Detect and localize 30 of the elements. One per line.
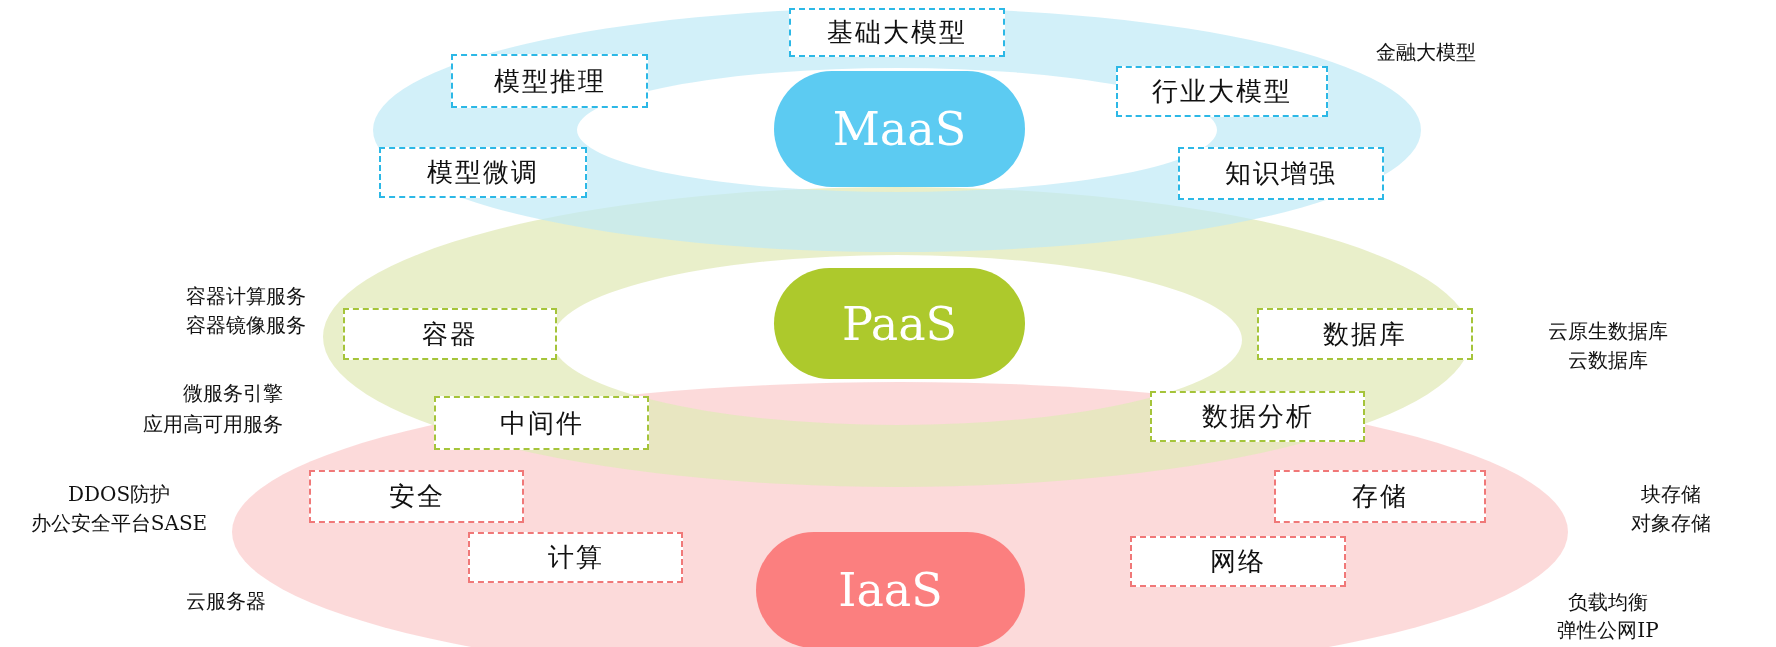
product-note: 对象存储 (1631, 511, 1711, 535)
service-box: 安全 (309, 470, 524, 523)
service-box: 存储 (1274, 470, 1486, 523)
product-note: 弹性公网IP (1557, 618, 1659, 642)
layer-pill: MaaS (774, 71, 1025, 187)
layer-pill: IaaS (756, 532, 1025, 647)
service-box: 模型微调 (379, 147, 587, 198)
layer-pill: PaaS (774, 268, 1025, 379)
product-note: 云原生数据库 (1548, 319, 1668, 343)
product-note: 云服务器 (186, 589, 266, 613)
product-note: 办公安全平台SASE (30, 511, 208, 535)
product-note: 云数据库 (1568, 348, 1648, 372)
service-box: 知识增强 (1178, 147, 1384, 200)
service-box: 数据库 (1257, 308, 1473, 360)
product-note: 容器计算服务 (186, 284, 306, 308)
product-note: 容器镜像服务 (186, 313, 306, 337)
product-note: 负载均衡 (1568, 590, 1648, 614)
service-box: 容器 (343, 308, 557, 360)
service-box: 网络 (1130, 536, 1346, 587)
product-note: DDOS防护 (67, 482, 171, 506)
product-note: 金融大模型 (1376, 40, 1476, 64)
product-note: 应用高可用服务 (143, 412, 283, 436)
service-box: 模型推理 (451, 54, 648, 108)
service-box: 行业大模型 (1116, 66, 1328, 117)
product-note: 块存储 (1641, 482, 1701, 506)
service-box: 中间件 (434, 396, 649, 450)
service-box: 计算 (468, 532, 683, 583)
service-box: 基础大模型 (789, 8, 1005, 57)
service-box: 数据分析 (1150, 391, 1365, 442)
product-note: 微服务引擎 (183, 381, 283, 405)
